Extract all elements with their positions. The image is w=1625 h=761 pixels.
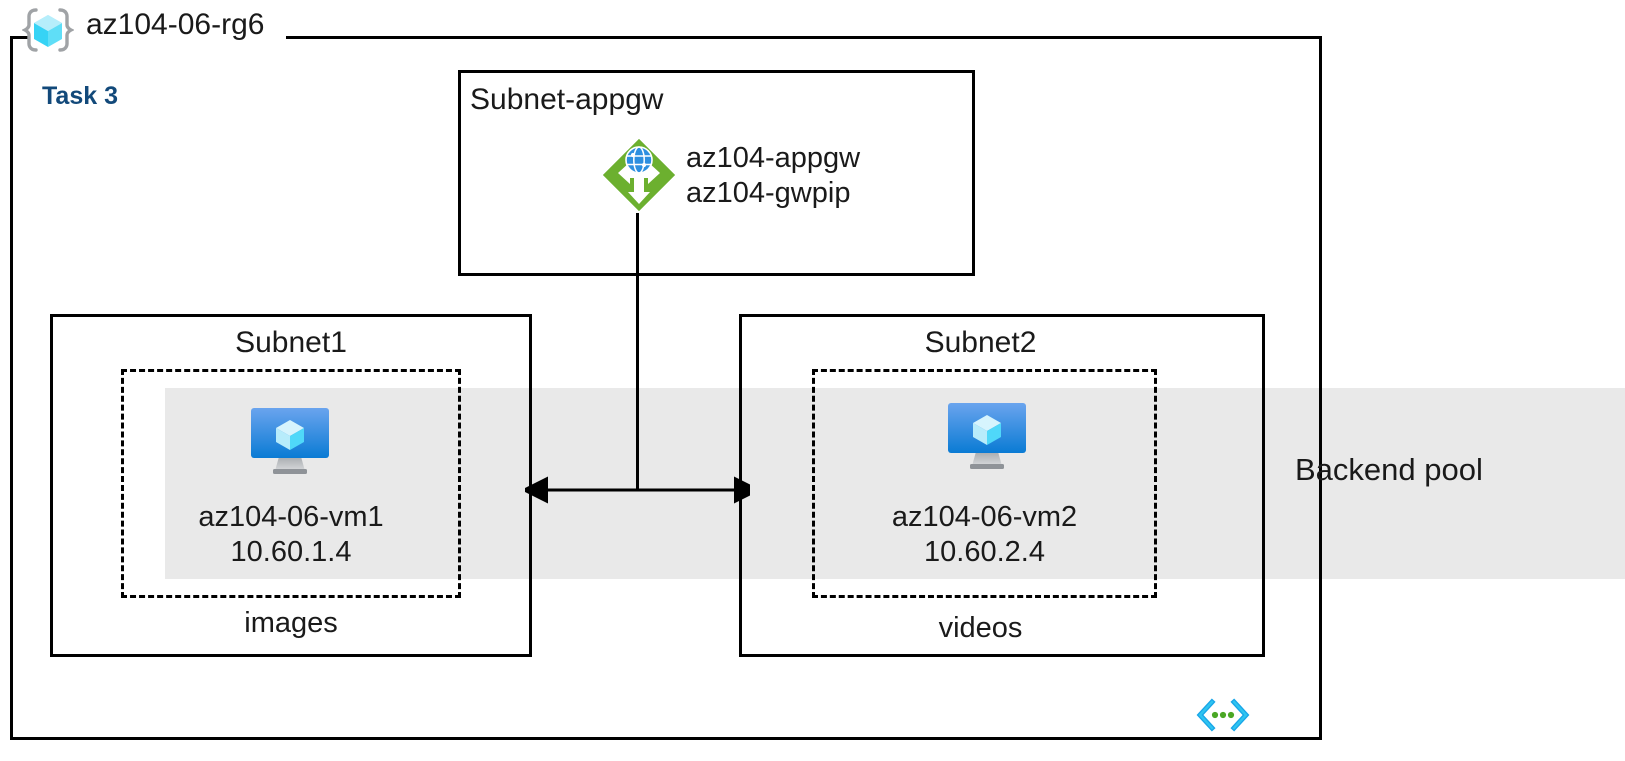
vm1-ip: 10.60.1.4: [230, 535, 352, 568]
subnet1-footer-label: images: [244, 607, 338, 639]
subnet-appgw-box: [458, 70, 975, 276]
vm2-caption: az104-06-vm2 10.60.2.4: [812, 500, 1157, 570]
subnet1-title: Subnet1: [235, 326, 347, 359]
vm2-ip: 10.60.2.4: [924, 535, 1045, 568]
gwpip-name: az104-gwpip: [686, 177, 851, 210]
vm1-caption: az104-06-vm1 10.60.1.4: [121, 500, 461, 570]
virtual-machine-icon: [247, 405, 333, 480]
code-brackets-icon: [1196, 696, 1250, 734]
backend-pool-band: [165, 388, 1625, 579]
backend-pool-connector: [525, 476, 750, 504]
appgw-resource-labels: az104-appgw az104-gwpip: [686, 141, 860, 212]
vm2-name: az104-06-vm2: [891, 501, 1078, 533]
resource-group-cube-icon: [21, 6, 75, 54]
resource-group-boundary: [10, 38, 1322, 740]
backend-pool-label: Backend pool: [1295, 452, 1483, 487]
appgw-to-backend-connector: [636, 213, 639, 490]
application-gateway-icon: [600, 136, 678, 214]
appgw-name: az104-appgw: [686, 142, 861, 174]
vm2-container: [812, 369, 1157, 598]
subnet2-footer-label: videos: [938, 612, 1023, 644]
vm1-container: [121, 369, 461, 598]
resource-group-border-segment-right: [286, 36, 1322, 39]
task-label: Task 3: [42, 82, 118, 110]
vm1-name: az104-06-vm1: [198, 501, 384, 533]
subnet2-title: Subnet2: [924, 326, 1037, 359]
resource-group-border-segment-left: [10, 36, 28, 39]
virtual-machine-icon: [944, 400, 1030, 475]
subnet-appgw-title: Subnet-appgw: [470, 83, 664, 116]
resource-group-name: az104-06-rg6: [86, 8, 265, 41]
